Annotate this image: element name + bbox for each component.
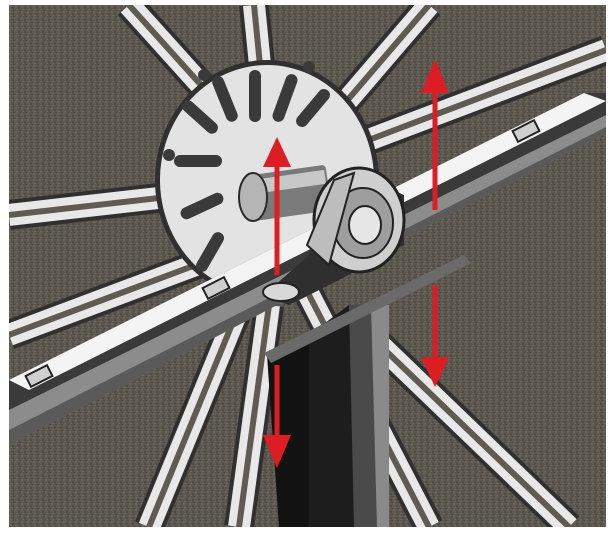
pillow-block-bearing (262, 166, 406, 305)
scene (9, 5, 606, 527)
up-arrow-icon (421, 59, 449, 210)
shaft (238, 165, 332, 222)
force-arrows (263, 59, 449, 468)
up-arrow-icon (263, 137, 291, 275)
mounting-plate (264, 255, 471, 363)
assembly-drawing (9, 5, 606, 527)
down-arrow-icon (263, 365, 291, 468)
down-arrow-icon (421, 285, 449, 387)
